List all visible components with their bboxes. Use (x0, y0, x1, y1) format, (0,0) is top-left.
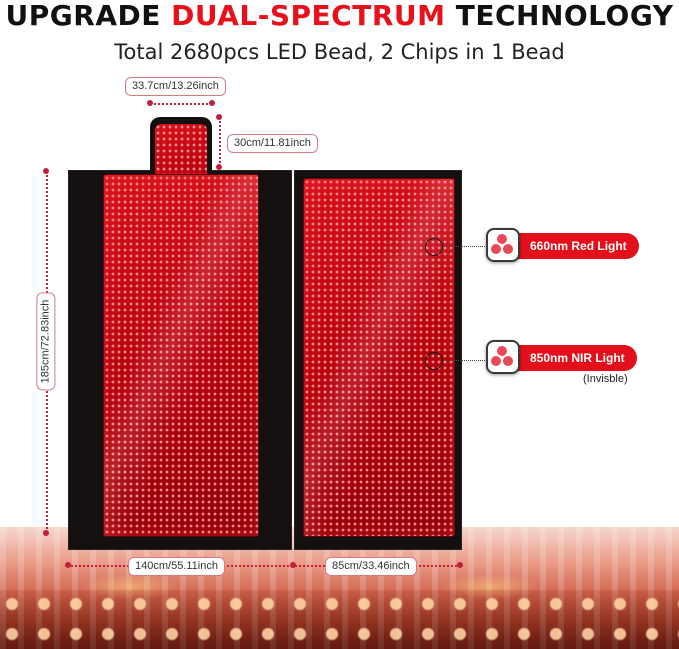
chip-blob (503, 356, 513, 366)
dim-dot (65, 562, 71, 568)
headline-upgrade: UPGRADE (5, 0, 172, 32)
dim-dot (457, 562, 463, 568)
dim-dot (216, 114, 222, 120)
bottom-width-line (68, 565, 460, 567)
headline: UPGRADE DUAL-SPECTRUM TECHNOLOGY (0, 0, 679, 32)
headline-dual-spectrum: DUAL-SPECTRUM (171, 0, 446, 32)
nir-invisible-note: (Invisble) (583, 373, 628, 385)
chip-blob (497, 234, 507, 244)
dim-dot (43, 530, 49, 536)
dim-dot (290, 562, 296, 568)
red-light-zoom-circle (425, 238, 443, 256)
neck-width-label: 33.7cm/13.26inch (125, 77, 226, 96)
total-height-label: 185cm/72.83inch (36, 292, 56, 391)
chip-blob (491, 356, 501, 366)
neck-height-line (219, 117, 221, 167)
chip-blob (491, 244, 501, 254)
neck-led-area (155, 124, 207, 179)
chip-blob (497, 346, 507, 356)
red-light-leader-line (443, 246, 489, 247)
neck-width-line (150, 103, 212, 105)
nir-light-callout: 850nm NIR Light (500, 345, 637, 371)
right-width-label: 85cm/33.46inch (325, 557, 417, 576)
dim-dot (209, 100, 215, 106)
nir-light-leader-line (443, 360, 489, 361)
neck-height-label: 30cm/11.81inch (227, 134, 318, 153)
chip-blob (503, 244, 513, 254)
left-width-label: 140cm/55.11inch (128, 557, 225, 576)
headline-technology: TECHNOLOGY (445, 0, 674, 32)
red-light-callout: 660nm Red Light (500, 233, 639, 259)
nir-light-zoom-circle (425, 352, 443, 370)
floor-bead-texture (0, 590, 679, 649)
dim-dot (147, 100, 153, 106)
left-led-area (103, 174, 259, 537)
dim-dot (43, 168, 49, 174)
dim-dot (216, 164, 222, 170)
led-chip-icon (486, 340, 520, 374)
subtitle: Total 2680pcs LED Bead, 2 Chips in 1 Bea… (114, 40, 565, 64)
led-chip-icon (486, 228, 520, 262)
